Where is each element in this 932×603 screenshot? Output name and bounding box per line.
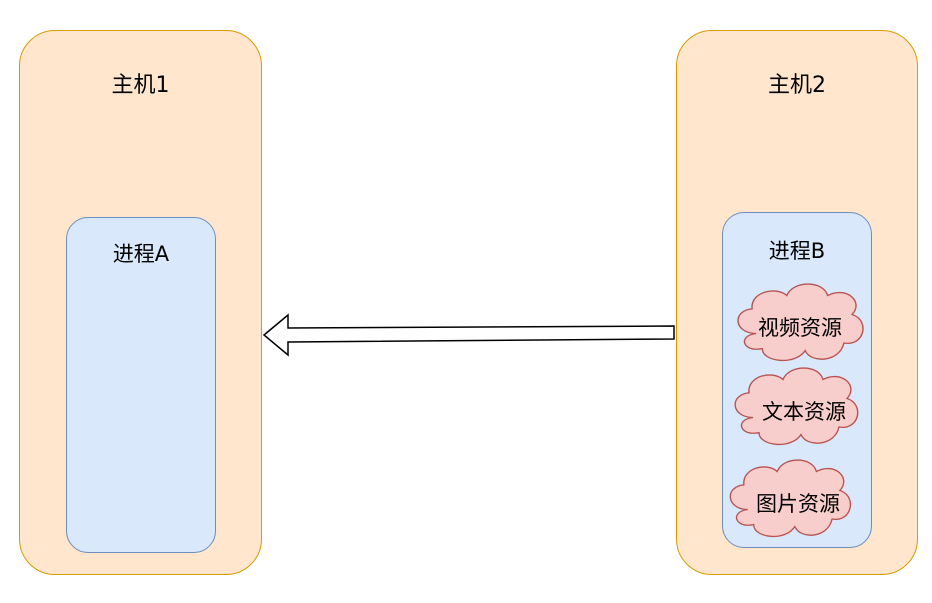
process-b-label: 进程B bbox=[768, 239, 826, 263]
host-2-label: 主机2 bbox=[768, 73, 826, 98]
resource-label-image: 图片资源 bbox=[756, 492, 840, 516]
resource-label-text: 文本资源 bbox=[762, 400, 846, 424]
resource-label-video: 视频资源 bbox=[758, 316, 842, 340]
process-a-label: 进程A bbox=[112, 242, 170, 266]
process-a: 进程A bbox=[66, 217, 216, 553]
request-arrow bbox=[262, 313, 675, 357]
host-1-label: 主机1 bbox=[111, 73, 170, 98]
